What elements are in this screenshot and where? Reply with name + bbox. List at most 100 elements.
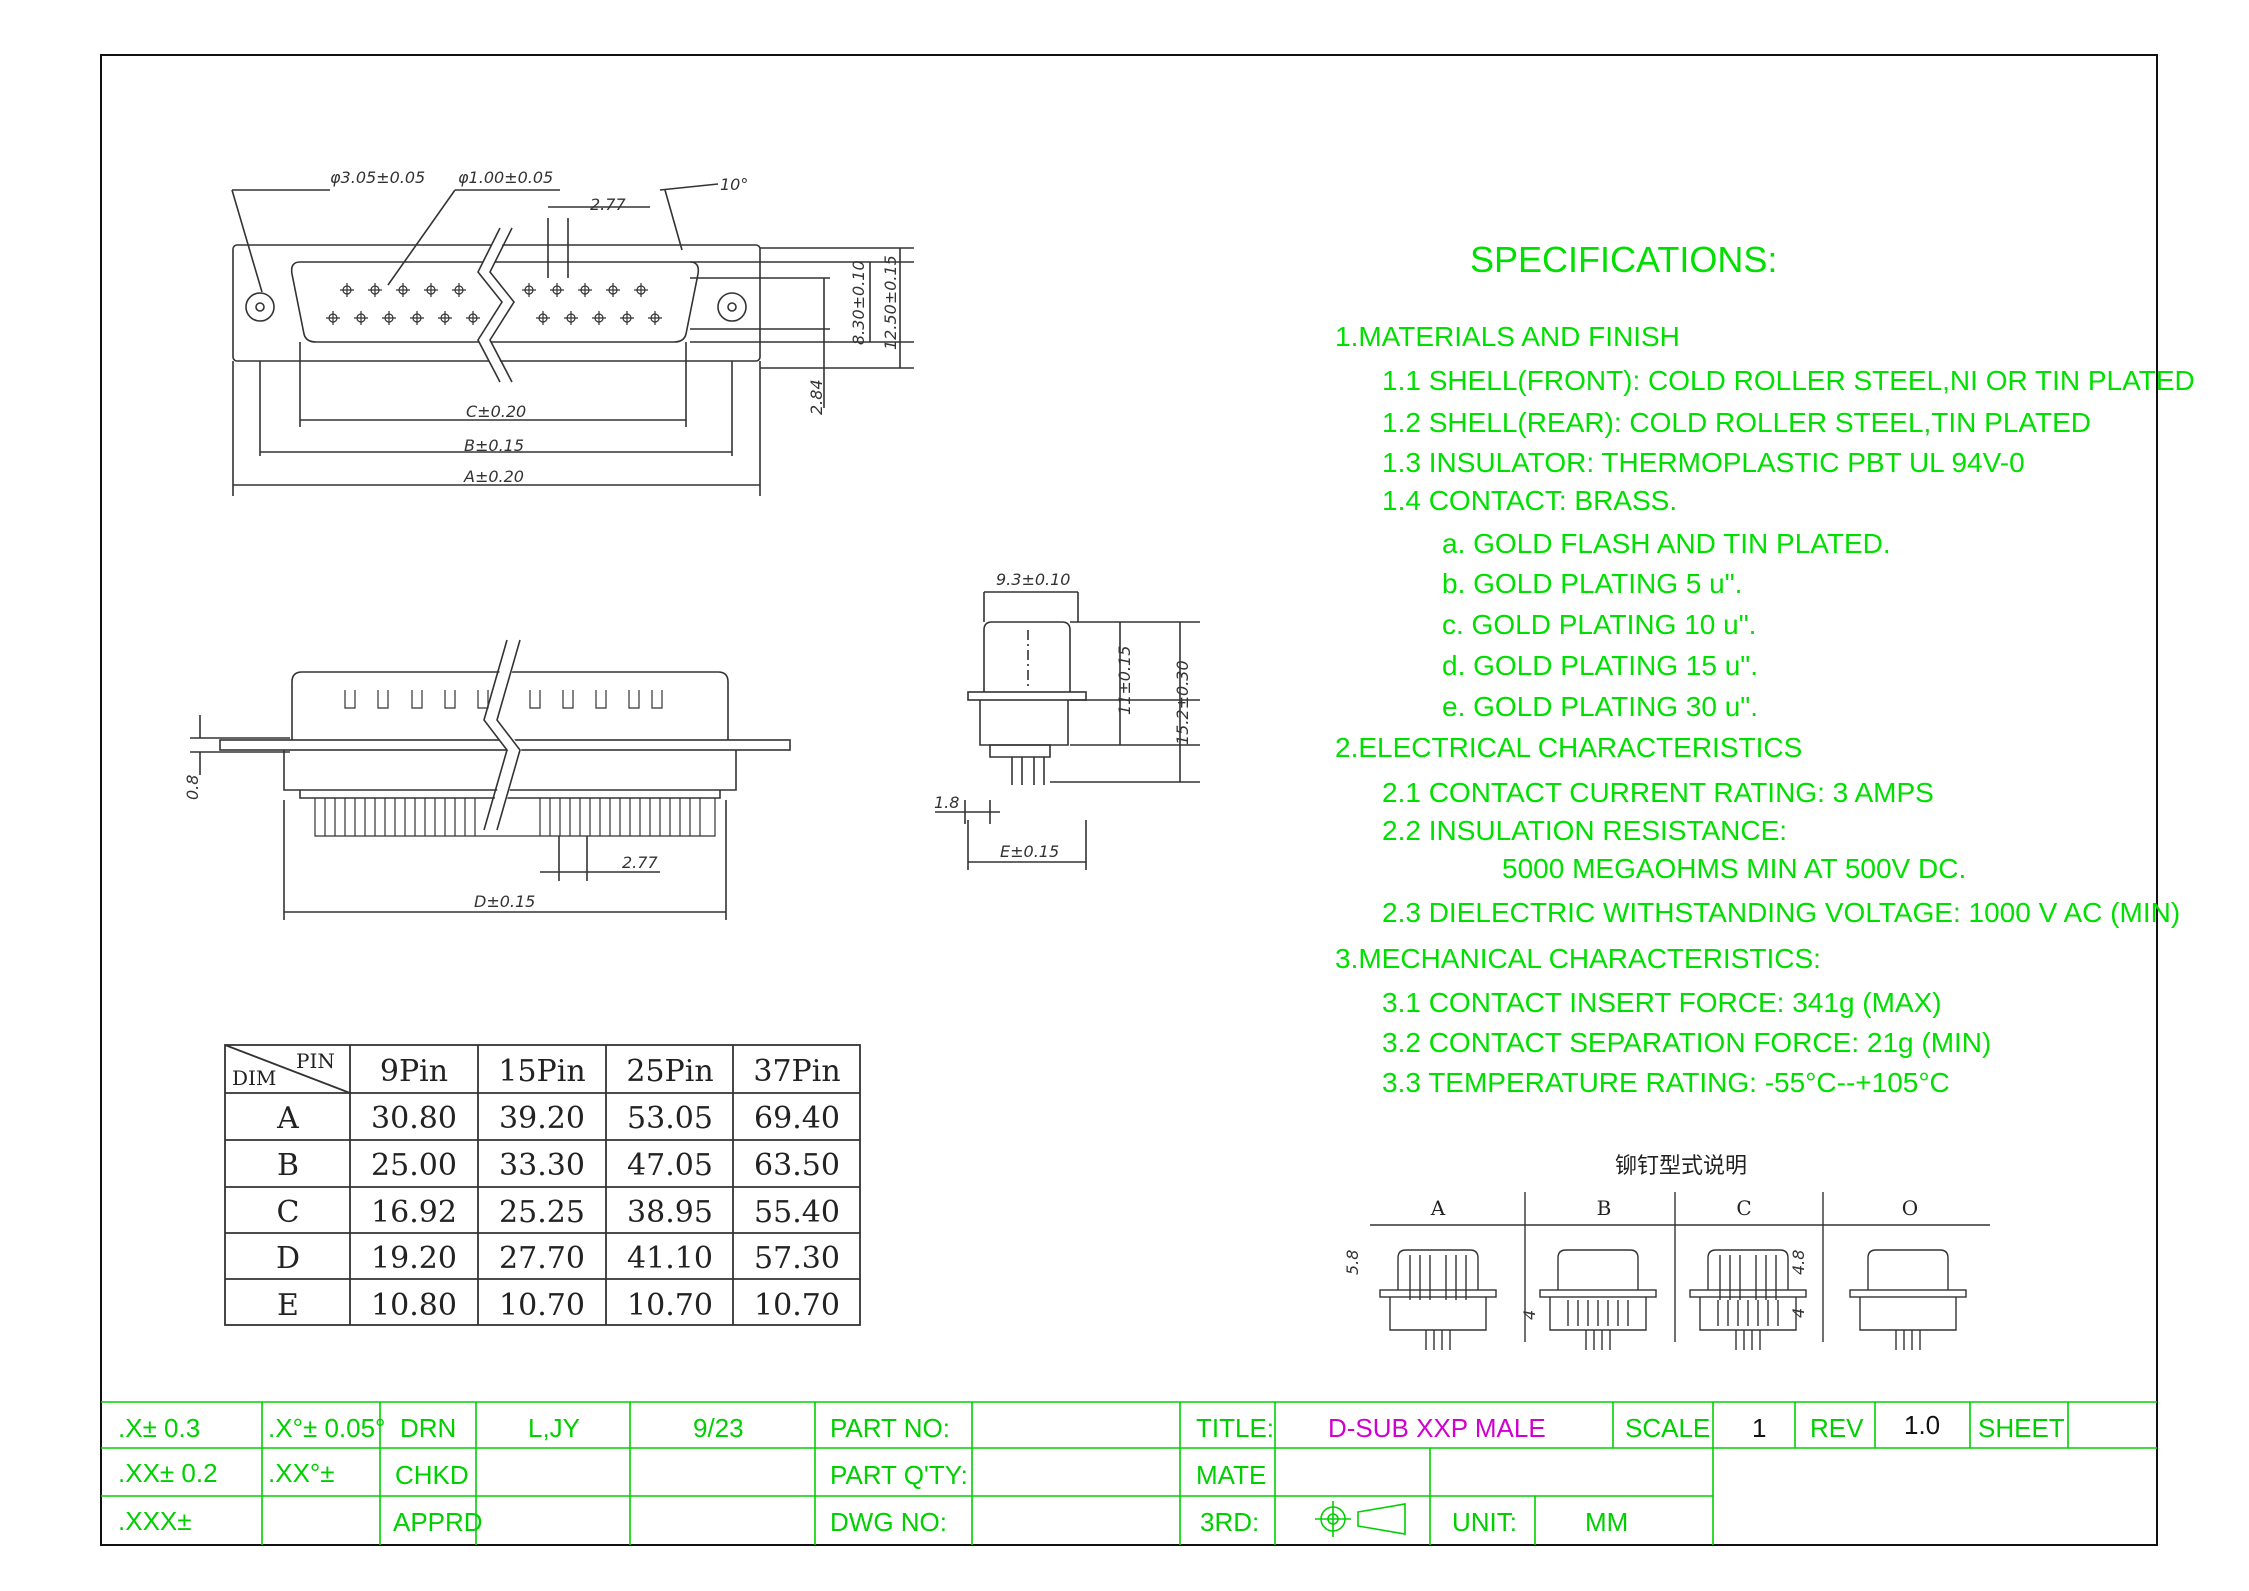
rivet-dim-label: 4.8: [1789, 1250, 1808, 1275]
rivet-type-label: A: [1430, 1196, 1446, 1220]
mate-label: MATE: [1196, 1460, 1266, 1490]
rivet-type-drawing: [1849, 1249, 1967, 1350]
table-header-cell: 9Pin: [380, 1054, 448, 1089]
spec-line: 2.3 DIELECTRIC WITHSTANDING VOLTAGE: 100…: [1382, 897, 2180, 928]
side-width-dim: 9.3±0.10: [996, 570, 1070, 589]
table-cell: 53.05: [627, 1101, 713, 1136]
table-cell: 25.00: [371, 1148, 457, 1183]
table-corner-dim: DIM: [232, 1066, 276, 1090]
apprd-label: APPRD: [393, 1507, 483, 1537]
table-row-label: B: [277, 1148, 299, 1183]
table-cell: 27.70: [499, 1241, 585, 1276]
hole-dim-label: φ3.05±0.05: [330, 168, 425, 187]
spec-line: a. GOLD FLASH AND TIN PLATED.: [1442, 528, 1891, 559]
spec-line: 3.2 CONTACT SEPARATION FORCE: 21g (MIN): [1382, 1027, 1991, 1058]
table-row-label: A: [276, 1101, 299, 1136]
side-view: [935, 591, 1200, 870]
spec-line: 3.MECHANICAL CHARACTERISTICS:: [1335, 943, 1821, 974]
spec-line: d. GOLD PLATING 15 u".: [1442, 650, 1758, 681]
dwg-no-label: DWG NO:: [830, 1507, 947, 1537]
top-view: [190, 638, 791, 920]
table-header-cell: 37Pin: [753, 1054, 840, 1089]
scale-value: 1: [1752, 1413, 1766, 1443]
specifications-heading: SPECIFICATIONS:: [1470, 239, 1777, 280]
spec-line: 2.2 INSULATION RESISTANCE:: [1382, 815, 1787, 846]
rivet-type-drawing: [1539, 1249, 1657, 1350]
spec-line: 2.1 CONTACT CURRENT RATING: 3 AMPS: [1382, 777, 1934, 808]
tolerance-1: .X± 0.3: [118, 1413, 200, 1443]
table-cell: 19.20: [371, 1241, 457, 1276]
spec-line: 1.MATERIALS AND FINISH: [1335, 321, 1680, 352]
spec-line: 5000 MEGAOHMS MIN AT 500V DC.: [1502, 853, 1966, 884]
table-cell: 16.92: [371, 1195, 457, 1230]
spec-line: b. GOLD PLATING 5 u".: [1442, 568, 1742, 599]
spec-line: e. GOLD PLATING 30 u".: [1442, 691, 1758, 722]
part-no-label: PART NO:: [830, 1413, 950, 1443]
pitch-dim-label-2: 2.77: [622, 853, 658, 872]
table-cell: 33.30: [499, 1148, 585, 1183]
table-cell: 39.20: [499, 1101, 585, 1136]
rivet-type-label: B: [1597, 1196, 1612, 1220]
part-qty-label: PART Q'TY:: [830, 1460, 968, 1490]
height-dim-1: 8.30±0.10: [849, 260, 868, 345]
row-dim-label: 2.84: [807, 379, 826, 415]
spec-line: 3.1 CONTACT INSERT FORCE: 341g (MAX): [1382, 987, 1942, 1018]
rev-label: REV: [1810, 1413, 1864, 1443]
rev-value: 1.0: [1904, 1410, 1940, 1440]
table-cell: 38.95: [627, 1195, 713, 1230]
front-view: [231, 183, 914, 496]
rivet-types-title: 铆钉型式说明: [1615, 1154, 1747, 1179]
b-dim-label: B±0.15: [464, 436, 524, 455]
rivet-type-drawing: [1689, 1249, 1807, 1350]
tail-dim-label: 1.8: [934, 793, 959, 812]
d-dim-label: D±0.15: [474, 892, 535, 911]
spec-line: 2.ELECTRICAL CHARACTERISTICS: [1335, 732, 1802, 763]
tolerance-2: .XX± 0.2: [118, 1458, 218, 1488]
spec-line: c. GOLD PLATING 10 u".: [1442, 609, 1756, 640]
title-value: D-SUB XXP MALE: [1328, 1413, 1546, 1443]
spec-line: 1.3 INSULATOR: THERMOPLASTIC PBT UL 94V-…: [1382, 447, 2025, 478]
angle-tolerance-2: .XX°±: [268, 1458, 335, 1488]
sheet-border: [100, 54, 2158, 1546]
tolerance-3: .XXX±: [118, 1506, 192, 1536]
thickness-dim-label: 0.8: [183, 775, 202, 800]
title-label: TITLE:: [1196, 1413, 1274, 1443]
table-header-cell: 25Pin: [626, 1054, 713, 1089]
table-cell: 69.40: [754, 1101, 840, 1136]
table-cell: 57.30: [754, 1241, 840, 1276]
angle-tolerance-1: .X°± 0.05°: [268, 1413, 385, 1443]
third-angle-label: 3RD:: [1200, 1507, 1259, 1537]
rivet-dim-label: 5.8: [1343, 1250, 1362, 1275]
table-cell: 10.70: [499, 1288, 585, 1323]
table-cell: 30.80: [371, 1101, 457, 1136]
specifications-list: 1.MATERIALS AND FINISH 1.1 SHELL(FRONT): …: [1335, 321, 2195, 1098]
pin-dim-label: φ1.00±0.05: [458, 168, 553, 187]
table-cell: 55.40: [754, 1195, 840, 1230]
drn-label: DRN: [400, 1413, 456, 1443]
table-cell: 47.05: [627, 1148, 713, 1183]
drn-date: 9/23: [693, 1413, 744, 1443]
unit-label: UNIT:: [1452, 1507, 1517, 1537]
table-row-label: D: [276, 1241, 300, 1276]
angle-dim-label: 10°: [720, 175, 748, 194]
third-angle-projection-icon: [1315, 1501, 1406, 1537]
a-dim-label: A±0.20: [463, 467, 524, 486]
table-header-cell: 15Pin: [498, 1054, 585, 1089]
chkd-label: CHKD: [395, 1460, 469, 1490]
table-cell: 63.50: [754, 1148, 840, 1183]
table-cell: 41.10: [627, 1241, 713, 1276]
rivet-dim-label: 4: [1789, 1308, 1808, 1318]
c-dim-label: C±0.20: [466, 402, 526, 421]
title-block: [101, 1401, 2157, 1545]
e-dim-label: E±0.15: [1000, 842, 1059, 861]
table-cell: 25.25: [499, 1195, 585, 1230]
pitch-dim-label: 2.77: [590, 195, 626, 214]
table-row-label: E: [277, 1288, 299, 1323]
sheet-label: SHEET: [1978, 1413, 2065, 1443]
rivet-types-grid: [1370, 1192, 1990, 1342]
rivet-dim-label: 4: [1520, 1310, 1539, 1320]
spec-line: 1.1 SHELL(FRONT): COLD ROLLER STEEL,NI O…: [1382, 365, 2195, 396]
side-height-dim-1: 11±0.15: [1115, 646, 1134, 715]
